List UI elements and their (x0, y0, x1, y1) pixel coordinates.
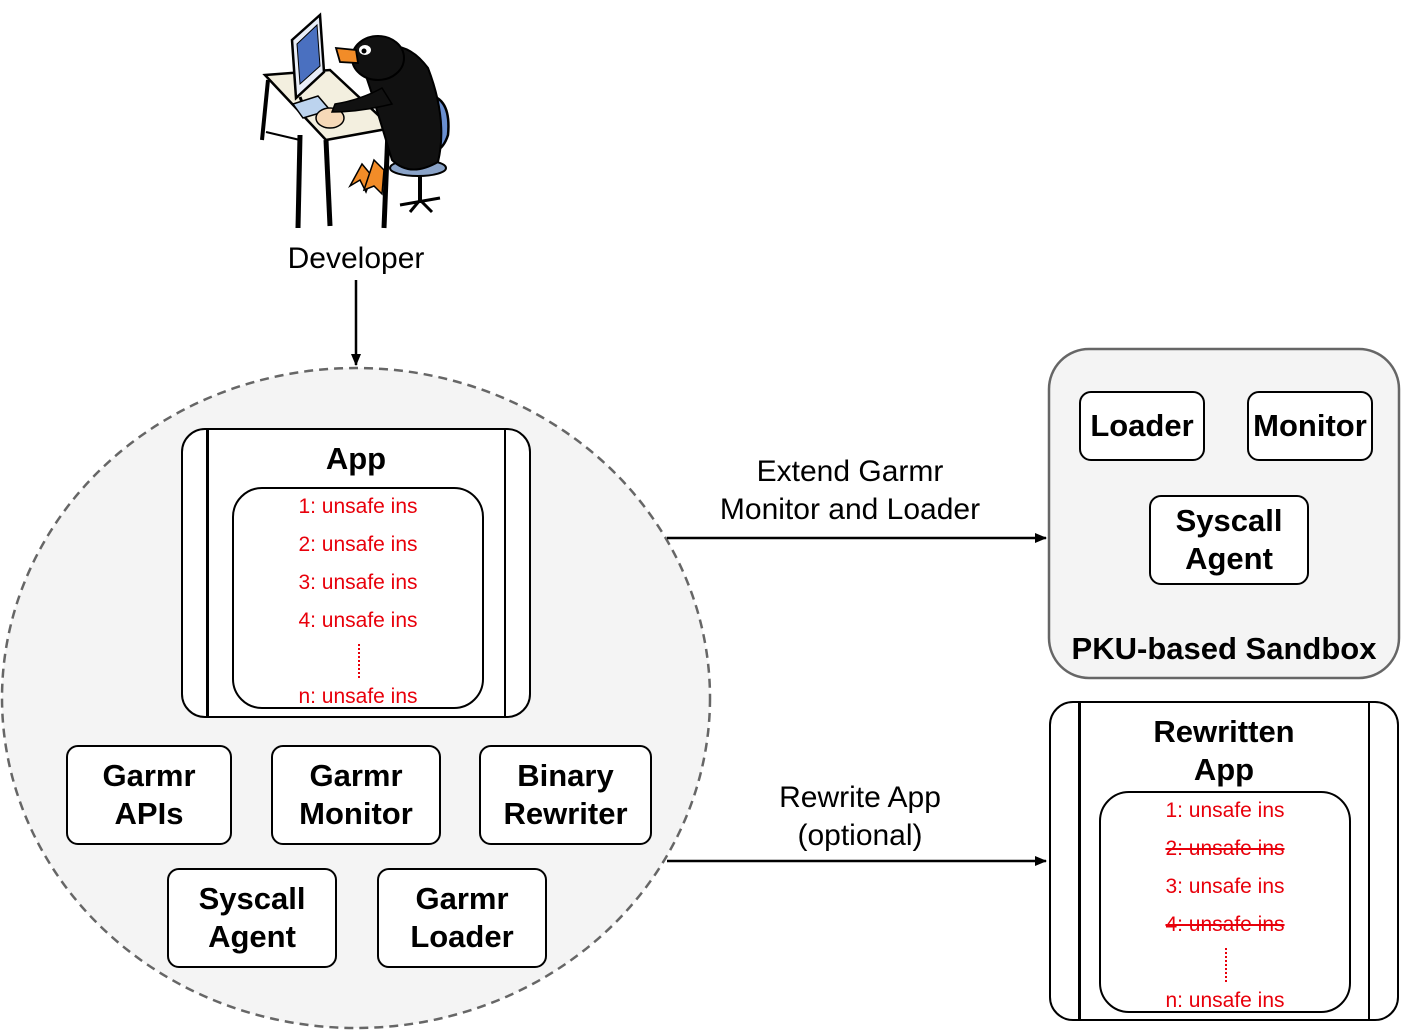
app-instruction: n: unsafe ins (298, 685, 418, 708)
rewritten-app-left-rail (1078, 703, 1081, 1019)
sandbox-title: PKU-based Sandbox (1071, 631, 1377, 666)
garmr-loader-box: Garmr Loader (377, 868, 547, 968)
developer-label: Developer (287, 242, 425, 275)
sandbox-loader-box: Loader (1079, 391, 1205, 461)
ellipsis-dots (358, 644, 360, 678)
app-box-left-rail (206, 430, 209, 716)
app-instruction: 3: unsafe ins (298, 571, 418, 594)
rewritten-instruction-list: 1: unsafe ins 2: unsafe ins 3: unsafe in… (1099, 791, 1351, 1013)
app-instruction: 2: unsafe ins (298, 533, 418, 556)
garmr-apis-box: Garmr APIs (66, 745, 232, 845)
app-instruction-list: 1: unsafe ins 2: unsafe ins 3: unsafe in… (232, 487, 484, 709)
syscall-agent-box: Syscall Agent (167, 868, 337, 968)
removed-instruction: 4: unsafe ins (1165, 913, 1285, 936)
binary-rewriter-box: Binary Rewriter (479, 745, 652, 845)
rewritten-instruction: 3: unsafe ins (1165, 875, 1285, 898)
sandbox-syscall-agent-box: Syscall Agent (1149, 495, 1309, 585)
ellipsis-dots (1225, 948, 1227, 982)
removed-instruction: 2: unsafe ins (1165, 837, 1285, 860)
app-instruction: 4: unsafe ins (298, 609, 418, 632)
penguin-at-computer-icon (260, 12, 450, 229)
rewritten-instruction: n: unsafe ins (1165, 989, 1285, 1012)
rewritten-app-title: Rewritten App (1153, 714, 1295, 787)
app-box-right-rail (503, 430, 506, 716)
app-box: App 1: unsafe ins 2: unsafe ins 3: unsaf… (181, 428, 531, 718)
sandbox-monitor-box: Monitor (1247, 391, 1373, 461)
rewritten-app-box: Rewritten App 1: unsafe ins 2: unsafe in… (1049, 701, 1399, 1021)
app-instruction: 1: unsafe ins (298, 495, 418, 518)
rewritten-app-right-rail (1367, 703, 1370, 1019)
app-title: App (325, 441, 387, 476)
rewrite-edge-label: Rewrite App (optional) (779, 781, 941, 852)
extend-edge-label: Extend Garmr Monitor and Loader (719, 455, 981, 526)
rewritten-instruction: 1: unsafe ins (1165, 799, 1285, 822)
garmr-monitor-box: Garmr Monitor (271, 745, 441, 845)
